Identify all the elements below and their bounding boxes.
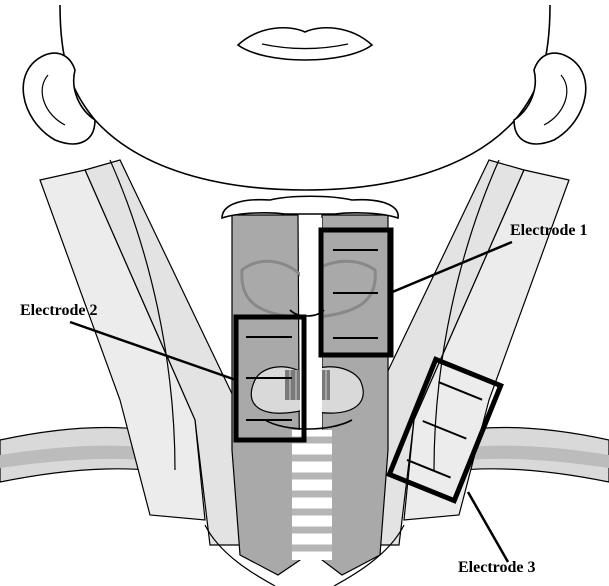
trachea <box>292 430 332 560</box>
leader-line-electrode-3 <box>468 492 508 562</box>
electrode-1-label: Electrode 1 <box>510 223 587 239</box>
electrode-3-label: Electrode 3 <box>458 560 535 576</box>
electrode-2-label: Electrode 2 <box>20 303 97 319</box>
